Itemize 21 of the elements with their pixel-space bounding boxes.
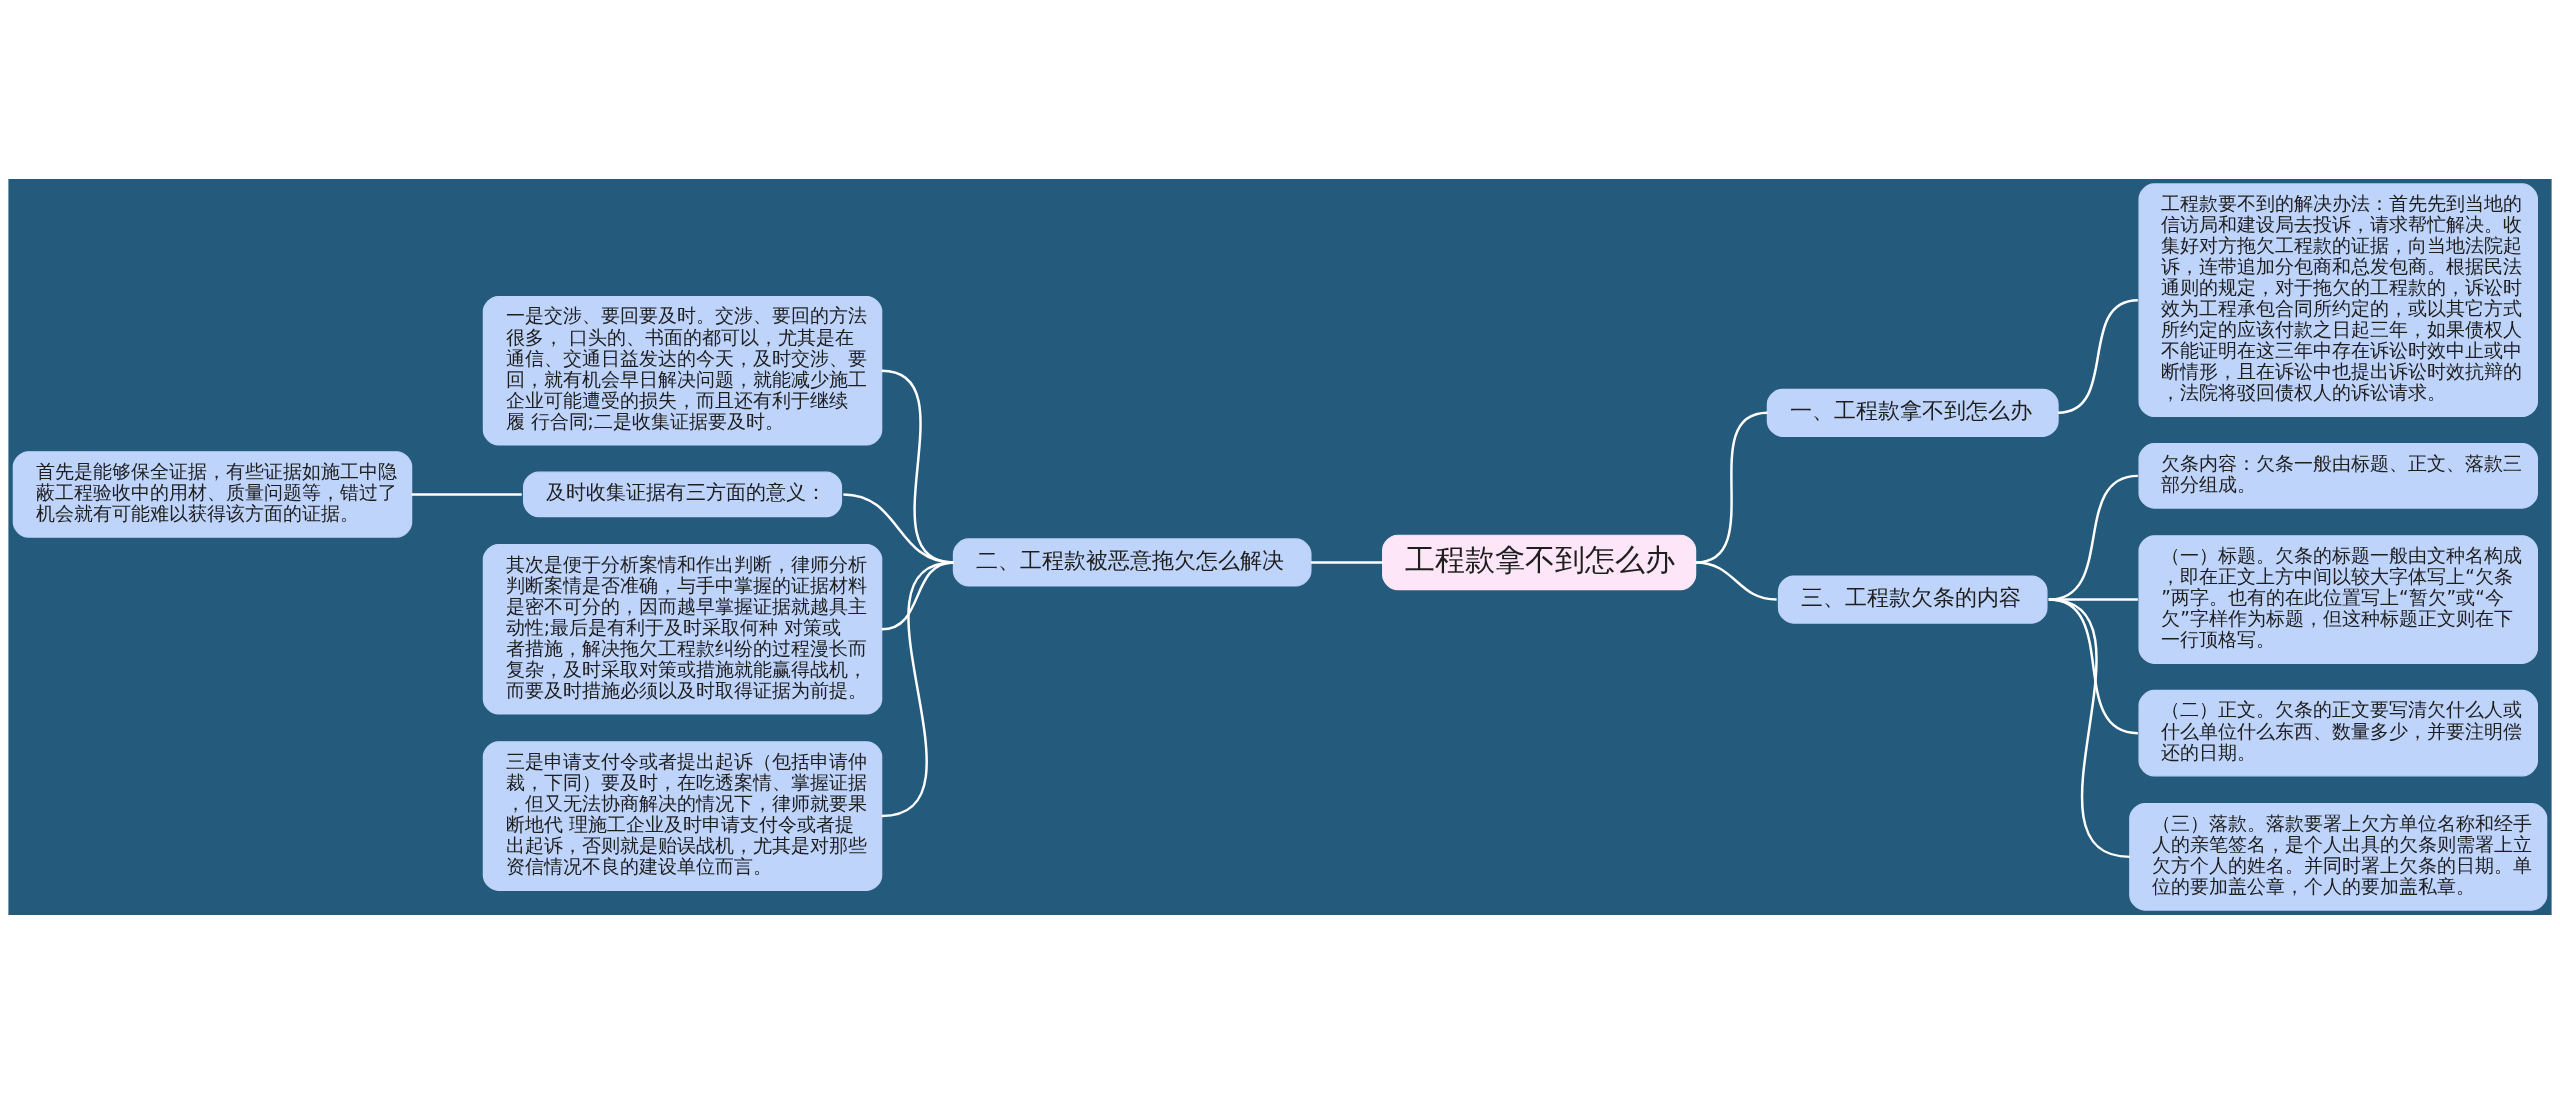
connector — [411, 492, 522, 496]
node-box: （一）标题。欠条的标题一般由文种名构成，即在正文上方中间以较大字体写上“欠条”两字。也有的在此位置写上“暂欠”或“今欠”字样作为标题，但这种标题正文则在下一行顶格写。 — [2138, 534, 2538, 664]
node-box: 其次是便于分析案情和作出判断，律师分析判断案情是否准确，与手中掌握的证据材料是密不可分的，因而越早掌握证据就越具主动性;最后是有利于及时采取何种 对策或者措施，解决拖欠工程款纠纷的过程漫长而复杂，及时采取对策或措施就能赢得战机，而要及时措施必须以及时取得证据为前提。 — [482, 543, 883, 715]
node-box: 二、工程款被恶意拖欠怎么解决 — [952, 537, 1312, 587]
connector — [2048, 597, 2139, 734]
connector — [1310, 560, 1383, 564]
connector — [1695, 560, 1777, 601]
node-box: 首先是能够保全证据，有些证据如施工中隐蔽工程验收中的用材、质量问题等，错过了机会就有可能难以获得该方面的证据。 — [12, 450, 413, 538]
connector — [881, 560, 954, 817]
node-box: 工程款要不到的解决办法：首先先到当地的信访局和建设局去投诉，请求帮忙解决。收集好对方拖欠工程款的证据，向当地法院起诉，连带追加分包商和总发包商。根据民法通则的规定，对于拖欠的工程款的，诉讼时效为工程承包合同所约定的，或以其它方式所约定的应该付款之日起三年，如果债权人不能证明在这三年中存在诉讼时效中止或中断情形，且在诉讼中也提出诉讼时效抗辩的，法院将驳回债权人的诉讼请求。 — [2138, 182, 2538, 417]
connector — [2057, 298, 2139, 414]
node-box: 欠条内容：欠条一般由标题、正文、落款三部分组成。 — [2138, 442, 2538, 509]
node-box: 一是交涉、要回要及时。交涉、要回的方法很多， 口头的、书面的都可以，尤其是在通信、交通日益发达的今天，及时交涉、要回，就有机会早日解决问题，就能减少施工企业可能遭受的损失，而且还有利于继续履 行合同;二是收集证据要及时。 — [482, 295, 883, 446]
node-box: 及时收集证据有三方面的意义： — [522, 471, 843, 517]
connector — [2048, 597, 2131, 858]
node-box: 工程款拿不到怎么办 — [1382, 534, 1697, 590]
node-box: （二）正文。欠条的正文要写清欠什么人或什么单位什么东西、数量多少，并要注明偿还的日期。 — [2138, 689, 2538, 776]
node-box: （三）落款。落款要署上欠方单位名称和经手人的亲笔签名，是个人出具的欠条则需署上立欠方个人的姓名。并同时署上欠条的日期。单位的要加盖公章，个人的要加盖私章。 — [2129, 802, 2548, 911]
node-box: 三、工程款欠条的内容 — [1777, 574, 2048, 624]
node-box: 一、工程款拿不到怎么办 — [1766, 388, 2059, 437]
node-box: 三是申请支付令或者提出起诉（包括申请仲裁，下同）要及时，在吃透案情、掌握证据，但又无法协商解决的情况下，律师就要果断地代 理施工企业及时申请支付令或者提出起诉，否则就是贻误战机，尤其是对那些资信情况不良的建设单位而言。 — [482, 740, 883, 891]
